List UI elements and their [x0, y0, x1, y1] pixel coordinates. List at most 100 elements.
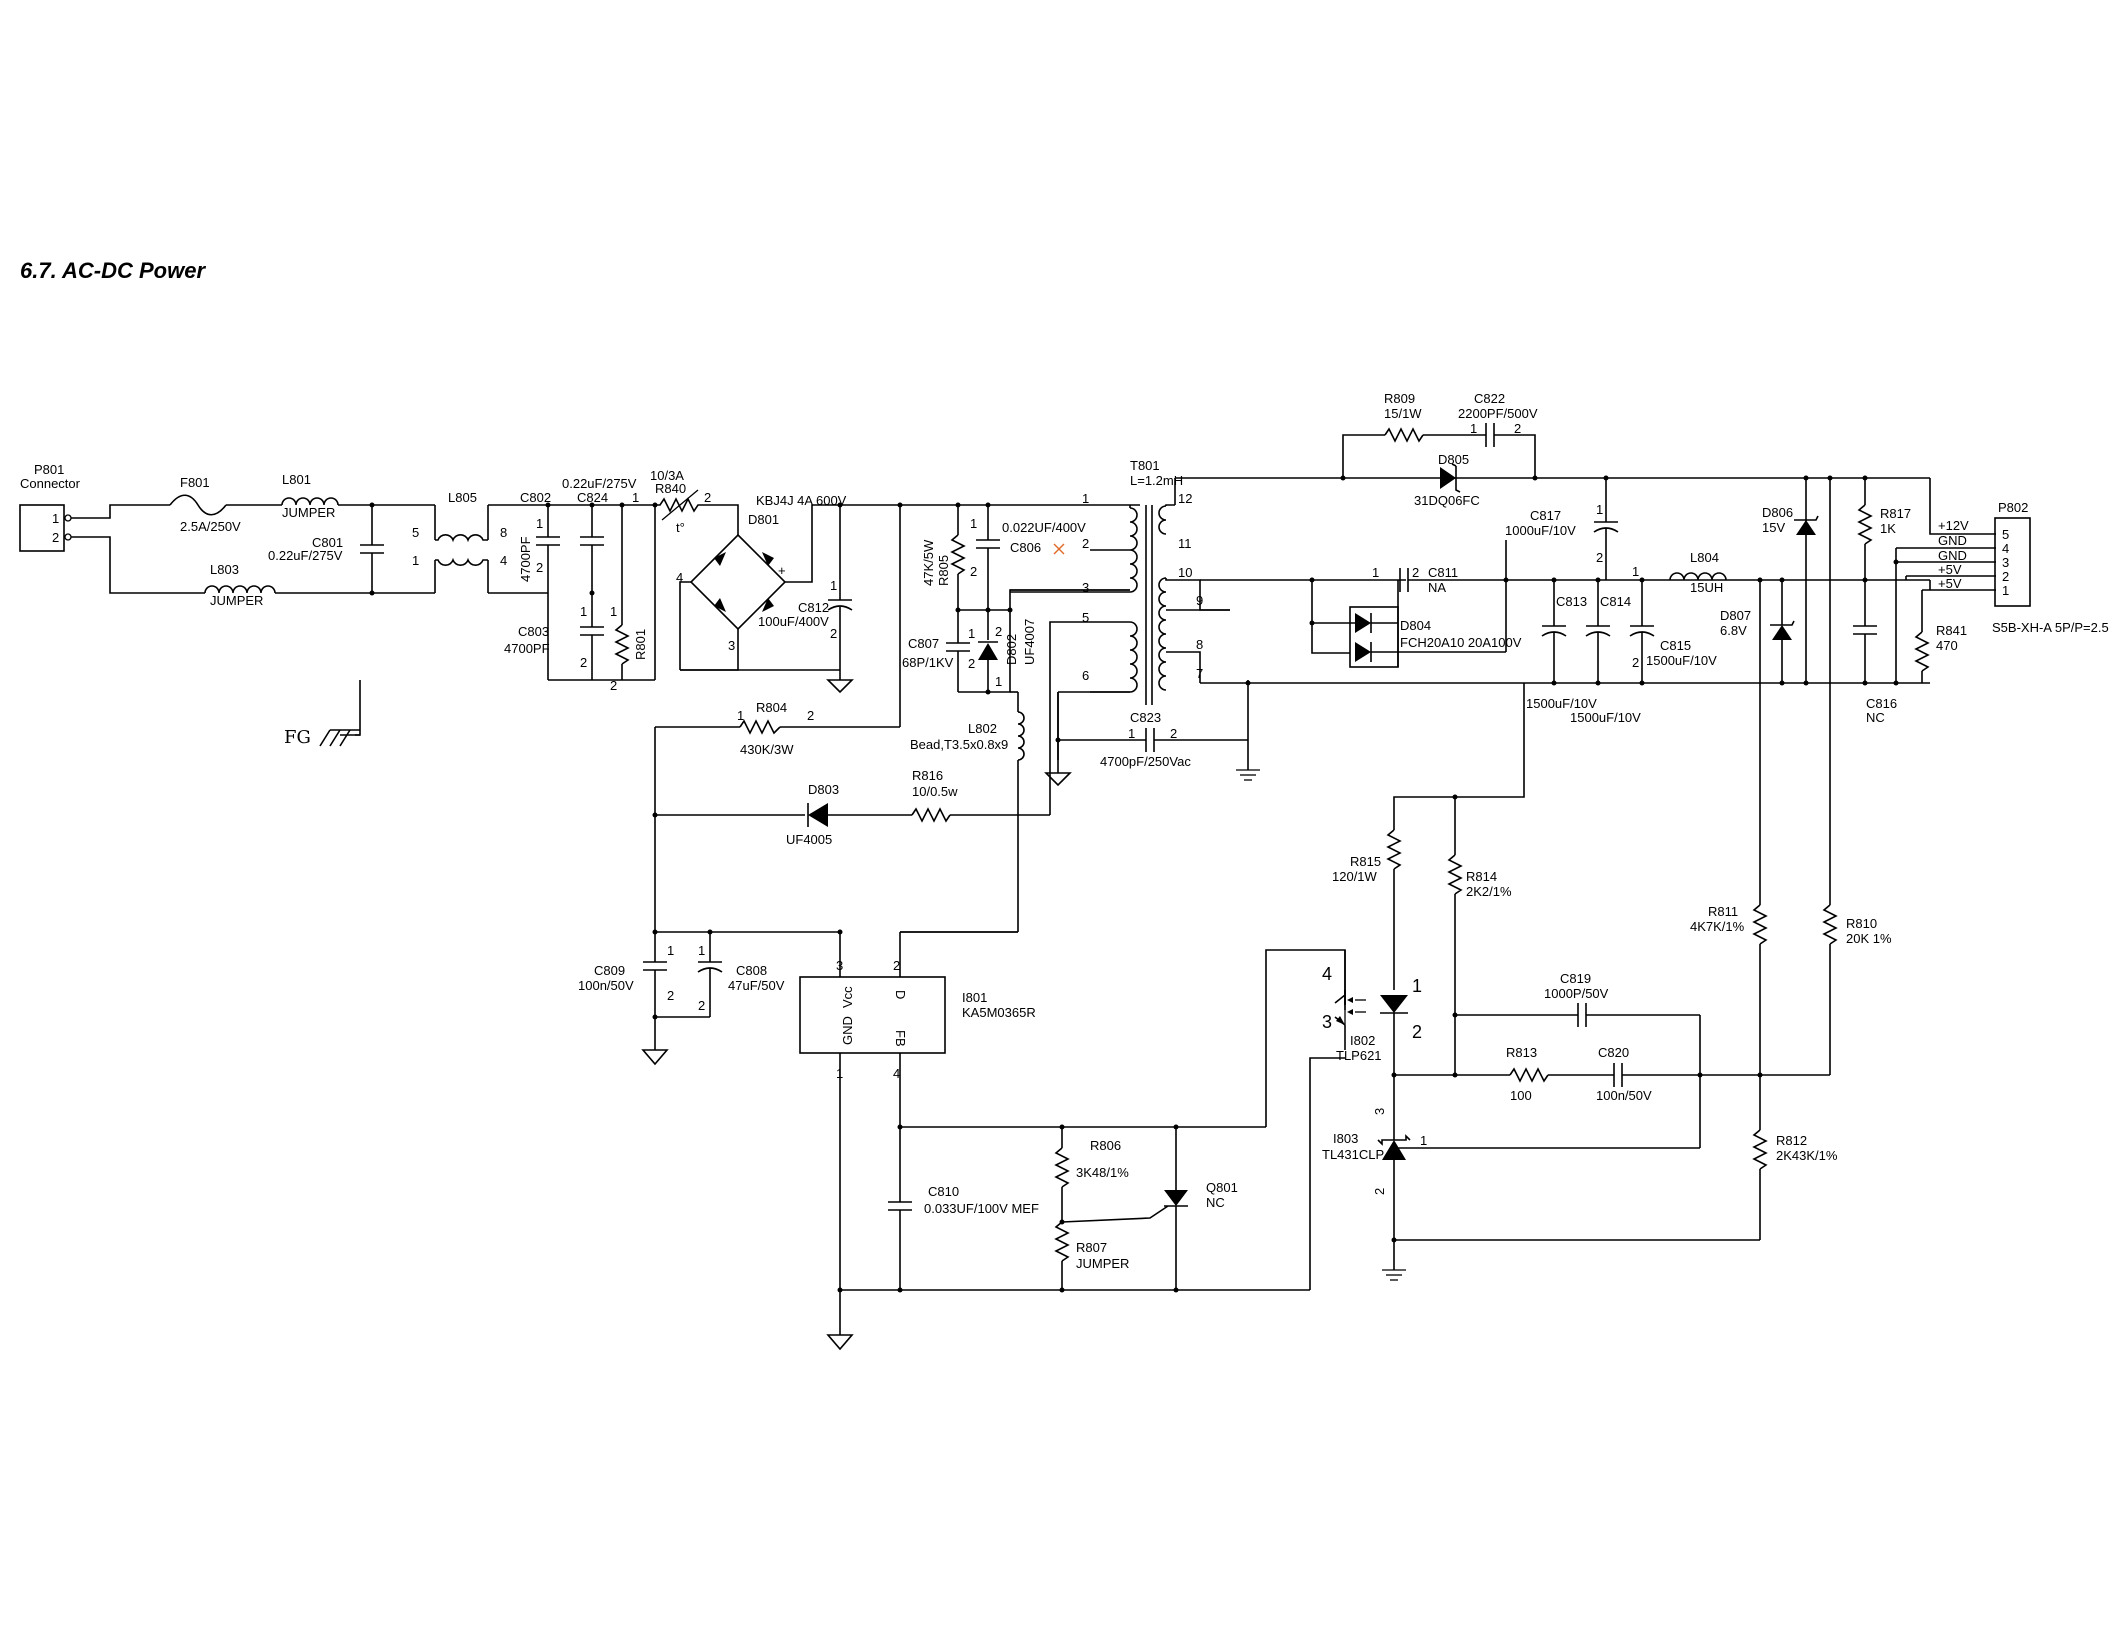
svg-text:2: 2 [610, 678, 617, 693]
diode-d803: D803 UF4005 [652, 782, 912, 847]
svg-text:1: 1 [1412, 976, 1422, 996]
svg-text:1500uF/10V: 1500uF/10V [1646, 653, 1717, 668]
svg-text:3K48/1%: 3K48/1% [1076, 1165, 1129, 1180]
svg-text:4: 4 [893, 1066, 900, 1081]
svg-text:5: 5 [1082, 610, 1089, 625]
capacitor-c813: C813 1500uF/10V [1526, 577, 1597, 711]
resistor-r816: R816 10/0.5w [911, 768, 1050, 823]
svg-text:R804: R804 [756, 700, 787, 715]
resistor-r815: R815 120/1W [1332, 829, 1402, 990]
capacitor-c819: C819 1000P/50V [1452, 971, 1701, 1148]
svg-text:C806: C806 [1010, 540, 1041, 555]
svg-text:4700pF/250Vac: 4700pF/250Vac [1100, 754, 1191, 769]
capacitor-c808: C808 47uF/50V 1 2 [697, 929, 785, 1017]
svg-text:R813: R813 [1506, 1045, 1537, 1060]
svg-text:2: 2 [1372, 1188, 1387, 1195]
svg-text:1: 1 [830, 578, 837, 593]
svg-text:2: 2 [1412, 565, 1419, 580]
svg-text:+: + [778, 563, 786, 578]
capacitor-c802: C802 4700PF 1 2 [518, 490, 560, 593]
svg-text:0.033UF/100V MEF: 0.033UF/100V MEF [924, 1201, 1039, 1216]
svg-text:UF4005: UF4005 [786, 832, 832, 847]
svg-text:10: 10 [1178, 565, 1192, 580]
svg-text:2: 2 [52, 530, 59, 545]
resistor-r817: R817 1K [1857, 475, 1911, 583]
svg-text:FG: FG [284, 727, 311, 748]
svg-text:1500uF/10V: 1500uF/10V [1570, 710, 1641, 725]
svg-text:10/0.5w: 10/0.5w [912, 784, 958, 799]
svg-text:1: 1 [536, 516, 543, 531]
svg-text:JUMPER: JUMPER [210, 593, 263, 608]
svg-text:R807: R807 [1076, 1240, 1107, 1255]
svg-text:120/1W: 120/1W [1332, 869, 1378, 884]
svg-text:2: 2 [667, 988, 674, 1003]
svg-text:1: 1 [698, 943, 705, 958]
svg-text:8: 8 [500, 525, 507, 540]
thyristor-q801: Q801 NC [1061, 1124, 1238, 1290]
svg-text:47uF/50V: 47uF/50V [728, 978, 785, 993]
svg-text:I802: I802 [1350, 1033, 1375, 1048]
svg-text:R814: R814 [1466, 869, 1497, 884]
svg-text:2: 2 [1082, 536, 1089, 551]
svg-text:68P/1KV: 68P/1KV [902, 655, 954, 670]
net-5v: +5V [1938, 562, 1962, 577]
resistor-r804: R804 430K/3W 1 2 [655, 700, 900, 757]
svg-text:31DQ06FC: 31DQ06FC [1414, 493, 1480, 508]
svg-text:JUMPER: JUMPER [1076, 1256, 1129, 1271]
svg-text:3: 3 [836, 958, 843, 973]
svg-text:2: 2 [580, 655, 587, 670]
svg-text:KA5M0365R: KA5M0365R [962, 1005, 1036, 1020]
svg-text:R816: R816 [912, 768, 943, 783]
svg-text:15/1W: 15/1W [1384, 406, 1422, 421]
svg-text:D806: D806 [1762, 505, 1793, 520]
svg-text:t°: t° [676, 520, 685, 535]
svg-text:430K/3W: 430K/3W [740, 742, 794, 757]
svg-text:3: 3 [1372, 1108, 1387, 1115]
diode-d805: D805 31DQ06FC [1414, 452, 1480, 508]
svg-text:10/3A: 10/3A [650, 468, 684, 483]
svg-text:R841: R841 [1936, 623, 1967, 638]
svg-text:2: 2 [698, 998, 705, 1013]
capacitor-c823: C823 4700pF/250Vac 1 2 [1055, 710, 1248, 769]
svg-text:C803: C803 [518, 624, 549, 639]
net-5v: +5V [1938, 576, 1962, 591]
svg-text:TL431CLP: TL431CLP [1322, 1147, 1384, 1162]
bead-l802: L802 Bead,T3.5x0.8x9 [910, 692, 1025, 932]
fuse-f801: F801 2.5A/250V [169, 475, 241, 534]
resistor-r813: R813 100 [1506, 1045, 1614, 1103]
svg-text:3: 3 [2002, 555, 2009, 570]
svg-text:L=1.2mH: L=1.2mH [1130, 473, 1183, 488]
svg-text:C810: C810 [928, 1184, 959, 1199]
svg-text:2: 2 [1412, 1022, 1422, 1042]
diode-d802: D802 UF4007 2 1 [978, 607, 1037, 692]
svg-text:F801: F801 [180, 475, 210, 490]
svg-text:47K/5W: 47K/5W [921, 539, 936, 586]
svg-text:1K: 1K [1880, 521, 1896, 536]
svg-text:R810: R810 [1846, 916, 1877, 931]
svg-text:NC: NC [1866, 710, 1885, 725]
svg-text:1: 1 [52, 511, 59, 526]
capacitor-c809: C809 100n/50V 1 2 [578, 929, 674, 1017]
svg-text:0.22uF/275V: 0.22uF/275V [268, 548, 343, 563]
svg-text:D802: D802 [1004, 634, 1019, 665]
svg-text:2: 2 [1170, 726, 1177, 741]
svg-text:Bead,T3.5x0.8x9: Bead,T3.5x0.8x9 [910, 737, 1008, 752]
capacitor-c806: C806 0.022UF/400V [976, 502, 1086, 610]
svg-text:2: 2 [807, 708, 814, 723]
svg-text:2.5A/250V: 2.5A/250V [180, 519, 241, 534]
svg-text:C802: C802 [520, 490, 551, 505]
capacitor-c816: C816 NC [1853, 580, 1897, 725]
svg-text:3: 3 [1322, 1012, 1332, 1032]
resistor-r811: R811 4K7K/1% [1690, 577, 1768, 1130]
resistor-r809: R809 15/1W [1384, 391, 1422, 421]
svg-text:1: 1 [667, 943, 674, 958]
svg-text:P801: P801 [34, 462, 64, 477]
svg-text:C816: C816 [1866, 696, 1897, 711]
shunt-regulator-i803: I803 TL431CLP 3 1 2 [1322, 1108, 1700, 1240]
capacitor-c814: C814 1500uF/10V [1570, 577, 1641, 725]
inductor-l801: L801 JUMPER [281, 472, 339, 520]
svg-text:0.22uF/275V: 0.22uF/275V [562, 476, 637, 491]
svg-text:470: 470 [1936, 638, 1958, 653]
svg-text:2: 2 [1514, 421, 1521, 436]
svg-text:1: 1 [1082, 491, 1089, 506]
